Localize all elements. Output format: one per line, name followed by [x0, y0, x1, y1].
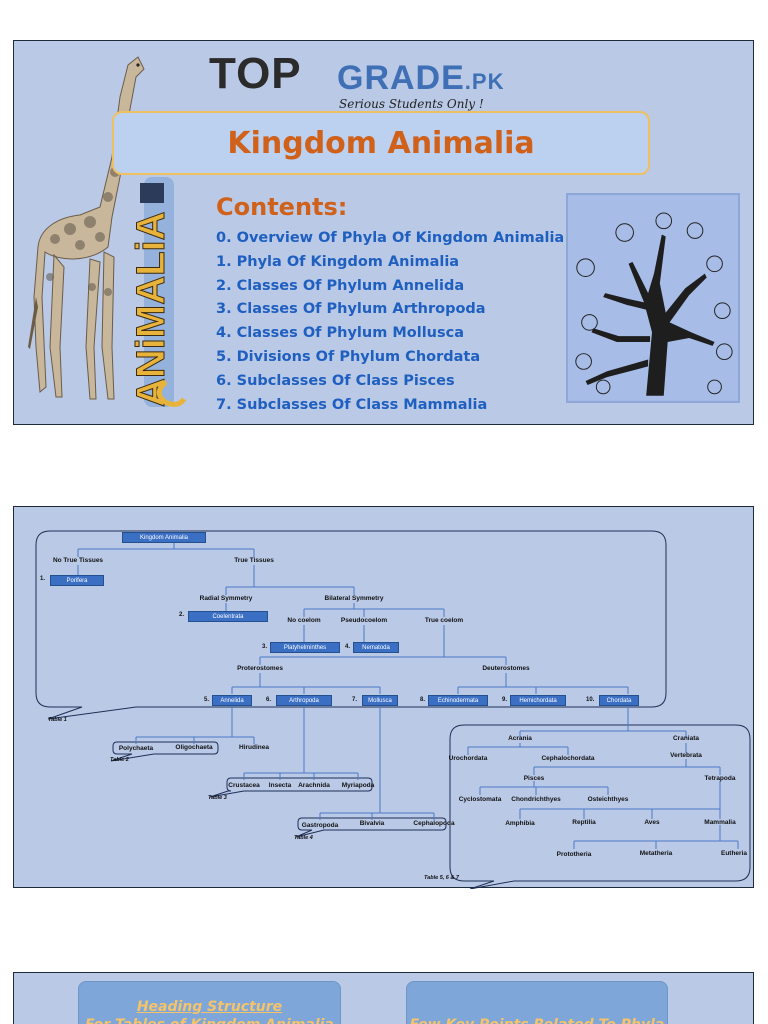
page-title: Kingdom Animalia [227, 125, 535, 161]
bilateral-symmetry-label: Bilateral Symmetry [324, 595, 384, 602]
logo-grade-text: GRADE.PK [337, 59, 505, 97]
chordata-node: Chondrichthyes [511, 796, 561, 803]
chordata-node: Prototheria [556, 851, 592, 858]
phylum-box-hemichordata: Hemichordata [510, 695, 566, 706]
svg-text:ANiMALiA: ANiMALiA [129, 211, 173, 407]
contents-item[interactable]: 7. Subclasses Of Class Mammalia [216, 396, 488, 413]
protostomes-label: Proterostomes [237, 665, 283, 672]
phylum-number: 8. [420, 697, 426, 703]
chordata-node: Cyclostomata [458, 796, 502, 803]
contents-item[interactable]: 6. Subclasses Of Class Pisces [216, 372, 455, 389]
contents-list: 0. Overview Of Phyla Of Kingdom Animalia… [216, 227, 564, 417]
phylum-box-arthropoda: Arthropoda [276, 695, 332, 706]
class-label: Gastropoda [301, 822, 339, 829]
pseudocoelom-label: Pseudocoelom [340, 617, 388, 624]
class-label: Bivalvia [359, 820, 385, 827]
title-box: Kingdom Animalia [112, 111, 650, 175]
chordata-node: Tetrapoda [704, 775, 736, 782]
deuterostomes-label: Deuterostomes [482, 665, 530, 672]
chordata-node: Aves [644, 819, 660, 826]
table-caption: Table 5, 6 & 7 [424, 875, 459, 881]
chordata-node: Mammalia [704, 819, 736, 826]
phylum-box-porifera: Porifera [50, 575, 104, 586]
classification-diagram-slide: Kingdom Animalia No True Tissues True Ti… [13, 506, 754, 889]
phylogenetic-tree-image [566, 193, 740, 403]
phylum-box-echinodermata: Echinodermata [428, 695, 488, 706]
contents-item[interactable]: 3. Classes Of Phylum Arthropoda [216, 301, 486, 318]
contents-heading: Contents: [216, 193, 348, 221]
class-label: Oligochaeta [175, 744, 213, 751]
true-coelom-label: True coelom [424, 617, 464, 624]
class-label: Cephalopoda [413, 820, 455, 827]
contents-item[interactable]: 5. Divisions Of Phylum Chordata [216, 348, 481, 365]
chordata-node: Urochordata [448, 755, 488, 762]
class-label: Insecta [268, 782, 292, 789]
phylum-box-chordata: Chordata [599, 695, 639, 706]
logo-top-text: TOP [209, 49, 302, 98]
phylum-number: 4. [345, 644, 351, 650]
no-true-tissues-label: No True Tissues [52, 557, 104, 564]
class-label: Hirudinea [239, 744, 269, 751]
contents-item[interactable]: 0. Overview Of Phyla Of Kingdom Animalia [216, 230, 565, 246]
heading-structure-subtitle: For Tables of Kingdom Animalia [79, 1016, 340, 1024]
topgrade-logo: TOP GRADE.PK Serious Students Only ! [209, 49, 559, 111]
phylum-number: 1. [40, 576, 46, 582]
phylum-box-coelentrata: Coelentrata [188, 611, 268, 622]
chordata-node: Craniata [672, 735, 700, 742]
no-coelom-label: No coelom [287, 617, 321, 624]
classification-connectors [35, 530, 751, 889]
phylum-number: 7. [352, 697, 358, 703]
key-points-title: Few Key Points Related To Phyla [407, 1016, 667, 1024]
phylum-box-nematoda: Nematoda [353, 642, 399, 653]
chordata-node: Metatheria [639, 850, 673, 857]
phylum-number: 5. [204, 697, 210, 703]
radial-symmetry-label: Radial Symmetry [199, 595, 253, 602]
title-slide: ANiMALiA TOP GRADE.PK Serious Students O… [13, 40, 754, 425]
chordata-node: Vertebrata [670, 752, 702, 759]
table-caption: Table 4 [294, 835, 313, 841]
root-kingdom-box: Kingdom Animalia [122, 532, 206, 543]
chordata-node: Cephalochordata [541, 755, 595, 762]
true-tissues-label: True Tissues [234, 557, 274, 564]
phylum-box-mollusca: Mollusca [362, 695, 398, 706]
chordata-node: Acrania [508, 735, 532, 742]
class-label: Crustacea [228, 782, 260, 789]
table-caption: Table 3 [208, 795, 227, 801]
logo-tagline: Serious Students Only ! [339, 97, 484, 111]
animalia-art-graphic: ANiMALiA [129, 177, 187, 408]
chordata-node: Eutheria [720, 850, 748, 857]
heading-structure-title: Heading Structure [136, 999, 283, 1015]
heading-structure-box: Heading Structure For Tables of Kingdom … [78, 981, 341, 1024]
chordata-node: Pisces [523, 775, 545, 782]
table-caption: Table 2 [110, 757, 129, 763]
class-label: Polychaeta [118, 745, 154, 752]
phylum-number: 10. [586, 697, 595, 703]
phylum-box-annelida: Annelida [212, 695, 252, 706]
chordata-node: Osteichthyes [587, 796, 629, 803]
chordata-node: Amphibia [505, 820, 535, 827]
chordata-node: Reptilia [572, 819, 596, 826]
table-caption: Table 1 [48, 717, 67, 723]
phylum-box-platyhelminthes: Platyhelminthes [270, 642, 340, 653]
phylum-number: 3. [262, 644, 268, 650]
contents-item[interactable]: 4. Classes Of Phylum Mollusca [216, 325, 465, 342]
class-label: Arachnida [298, 782, 330, 789]
contents-item[interactable]: 2. Classes Of Phylum Annelida [216, 277, 465, 294]
contents-item[interactable]: 1. Phyla Of Kingdom Animalia [216, 253, 460, 270]
key-points-box: Few Key Points Related To Phyla [406, 981, 668, 1024]
headings-slide: Heading Structure For Tables of Kingdom … [13, 972, 754, 1024]
phylum-number: 2. [179, 612, 185, 618]
phylum-number: 9. [502, 697, 508, 703]
phylum-number: 6. [266, 697, 272, 703]
class-label: Myriapoda [341, 782, 375, 789]
